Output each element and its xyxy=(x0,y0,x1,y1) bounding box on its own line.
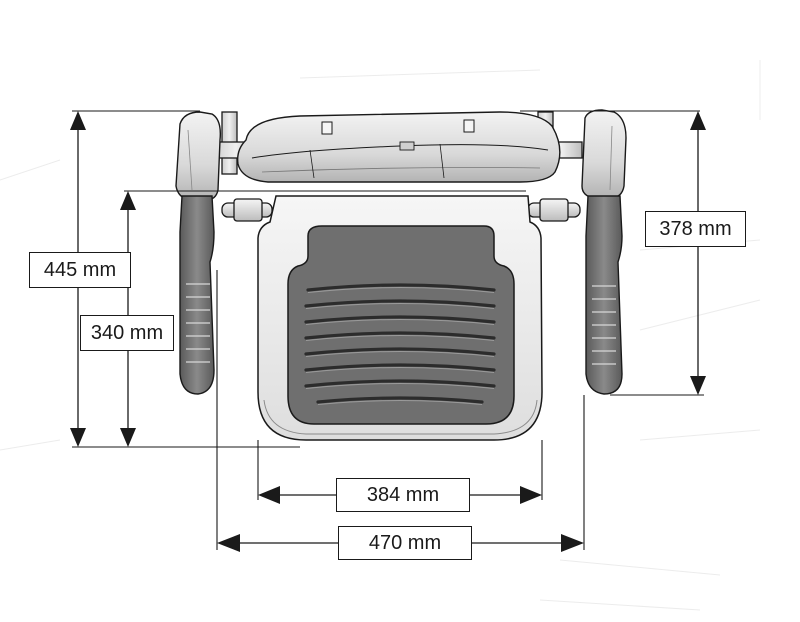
backrest xyxy=(236,111,561,183)
extension-lines xyxy=(72,110,704,550)
total-height-label: 445 mm xyxy=(29,252,131,288)
seat-height-label: 340 mm xyxy=(80,315,174,351)
hinge-pins xyxy=(221,198,581,222)
armrest-height-label: 378 mm xyxy=(645,211,746,247)
left-armrest xyxy=(175,111,222,395)
right-armrest xyxy=(581,109,627,395)
total-width-label: 470 mm xyxy=(338,526,472,560)
seat-width-label: 384 mm xyxy=(336,478,470,512)
seat-pad xyxy=(287,225,515,425)
